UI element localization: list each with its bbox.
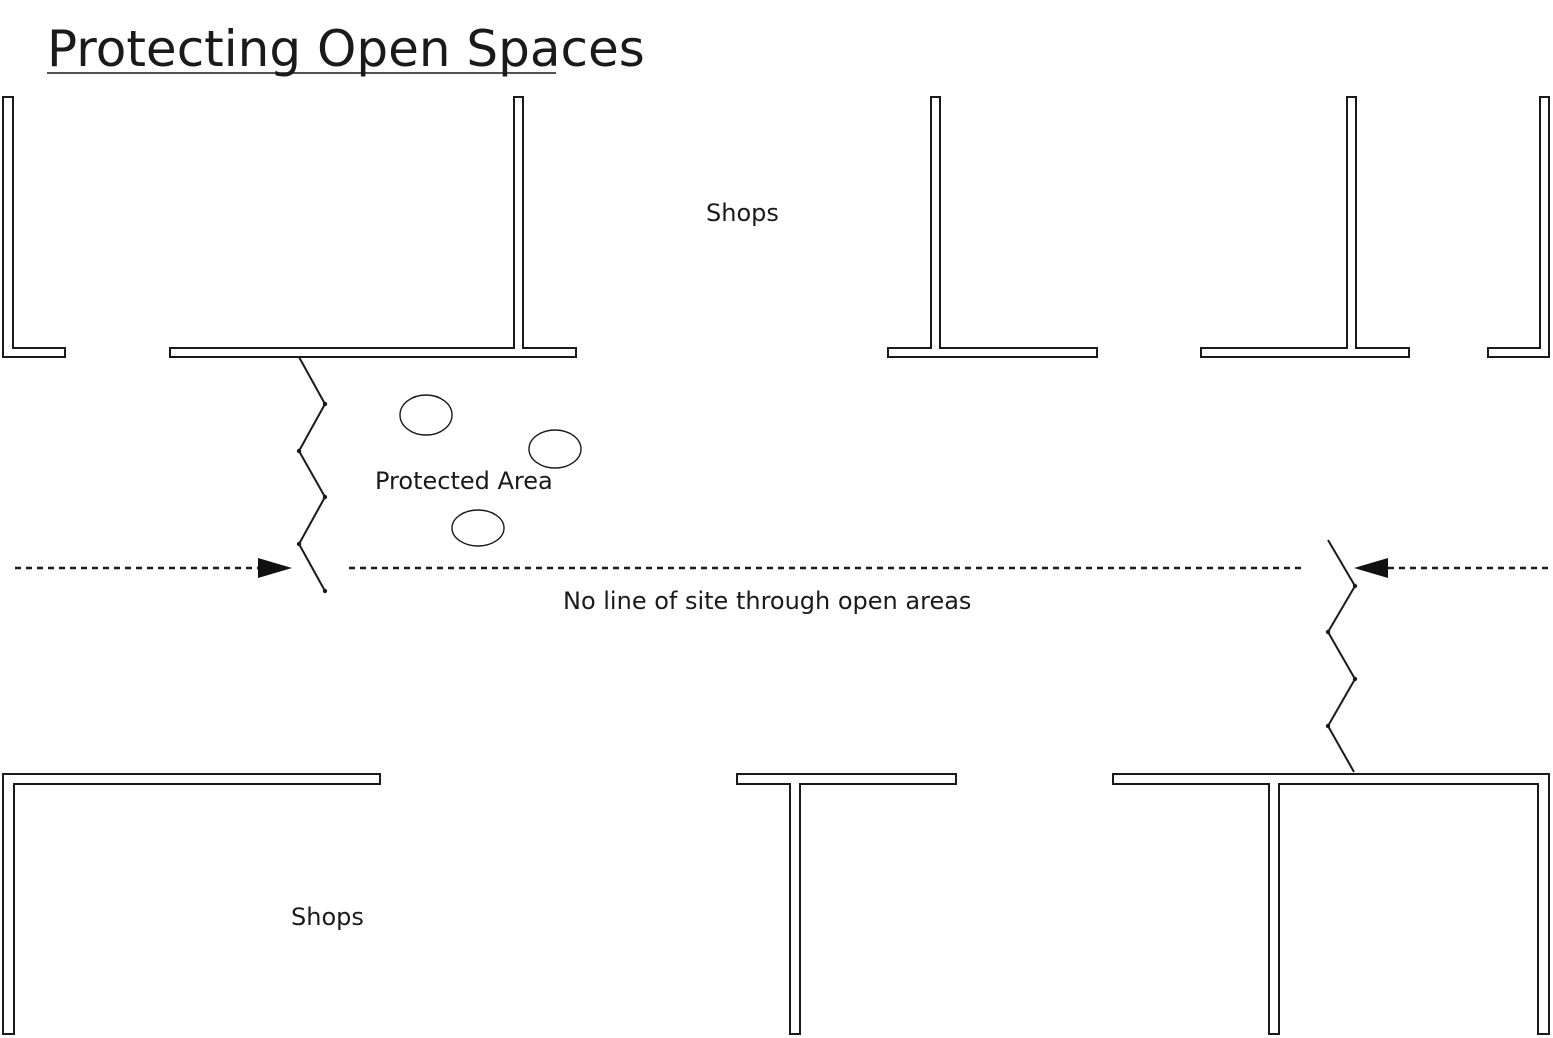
label-shops-top: Shops — [706, 199, 779, 227]
wall-bottom-right-bays — [1112, 773, 1550, 1035]
protected-area-planters — [399, 394, 582, 547]
label-shops-bottom: Shops — [291, 903, 364, 931]
wall-bottom-left-corner — [2, 773, 381, 1035]
barrier-right — [1325, 539, 1358, 773]
wall-top-right-l — [1487, 96, 1550, 358]
wall-top-t-middle — [887, 96, 1098, 358]
label-sight-line-note: No line of site through open areas — [563, 587, 971, 615]
wall-top-left-l — [2, 96, 66, 358]
wall-bottom-t-middle — [736, 773, 957, 1035]
planter-1 — [399, 394, 453, 436]
sight-lines — [15, 558, 1548, 578]
wall-top-t-long — [169, 96, 577, 358]
wall-top-t-right — [1200, 96, 1410, 358]
label-protected-area: Protected Area — [375, 467, 553, 495]
bottom-shops-walls — [2, 773, 1550, 1035]
diagram-title: Protecting Open Spaces — [47, 20, 645, 78]
barrier-left — [296, 356, 328, 594]
arrow-left-icon — [1354, 558, 1388, 578]
planter-2 — [528, 429, 582, 469]
planter-3 — [451, 509, 505, 547]
top-shops-walls — [2, 96, 1550, 358]
arrow-right-icon — [258, 558, 292, 578]
